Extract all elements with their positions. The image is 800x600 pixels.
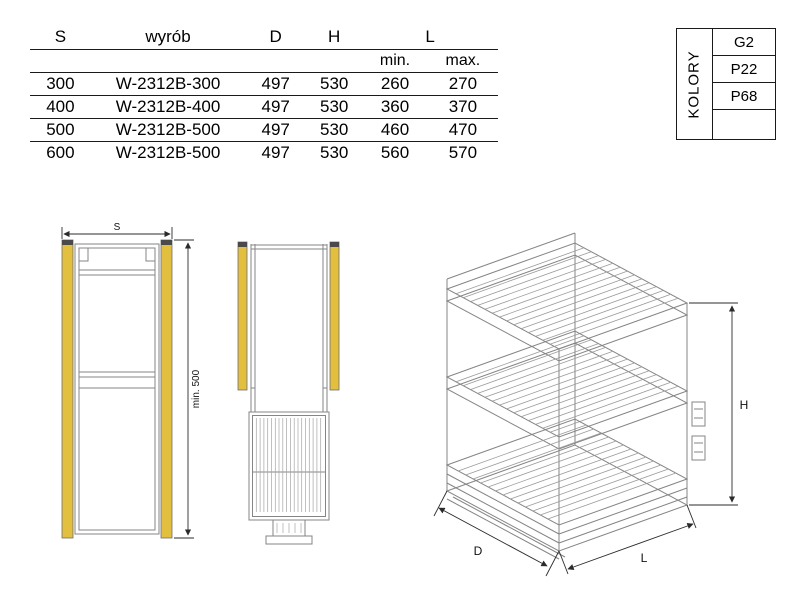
cell-max: 270 — [427, 72, 498, 96]
col-header-l: L — [362, 26, 498, 50]
cell-min: 560 — [380, 142, 410, 162]
cell-product: W-2312B-500 — [115, 142, 221, 162]
depth-dimension-label: D — [474, 544, 483, 558]
height-dimension-min500: min. 500 — [174, 239, 202, 539]
colors-label: KOLORY — [686, 49, 703, 119]
col-header-d: D — [245, 26, 307, 50]
cell-min: 360 — [362, 95, 428, 119]
cell-d: 497 — [245, 118, 307, 142]
cabinet-side-panel-left — [61, 239, 74, 539]
colors-box-empty-cell — [713, 110, 775, 139]
cell-s: 600 — [46, 142, 75, 162]
drawing-isometric-view: H D L — [433, 232, 749, 577]
base-wires — [276, 523, 302, 533]
panel-cap — [330, 242, 339, 247]
panel-cap — [238, 242, 247, 247]
col-header-product: wyrób — [90, 26, 246, 50]
cell-h: 530 — [319, 142, 349, 162]
corner-posts — [446, 243, 688, 551]
table-subheader-row: min. max. — [30, 49, 498, 73]
width-dimension-label: L — [641, 551, 648, 565]
empty-cell — [30, 49, 91, 73]
cell-d: 497 — [245, 72, 307, 96]
bottom-basket — [445, 418, 689, 560]
cell-product: W-2312B-400 — [90, 95, 246, 119]
cell-s: 400 — [30, 95, 91, 119]
height-dimension-h: H — [689, 302, 749, 506]
height-dimension-label: min. 500 — [191, 369, 202, 408]
panel-cap — [161, 240, 172, 245]
col-header-min: min. — [362, 49, 428, 73]
cell-s: 300 — [30, 72, 91, 96]
middle-shelf-wires — [455, 335, 679, 433]
height-dimension-label: H — [740, 398, 749, 412]
color-option: P68 — [713, 83, 775, 110]
lowered-basket — [248, 411, 330, 545]
drawing-front-view: S min. 500 — [61, 222, 202, 539]
panel-cap — [62, 240, 73, 245]
table-header-row: S wyrób D H L — [30, 26, 498, 50]
bottom-basket-wires — [458, 424, 676, 520]
cell-product: W-2312B-500 — [90, 118, 246, 142]
col-header-max: max. — [427, 49, 498, 73]
top-shelf — [445, 232, 689, 362]
col-header-s: S — [30, 26, 91, 50]
colors-box: KOLORY G2 P22 P68 — [676, 28, 776, 140]
depth-dimension-d: D — [433, 490, 560, 577]
basket-wires — [255, 418, 322, 512]
cell-max: 470 — [427, 118, 498, 142]
color-option: P22 — [713, 56, 775, 83]
color-option: G2 — [713, 29, 775, 56]
table-row: 300 W-2312B-300 497 530 260 270 — [30, 72, 498, 96]
cabinet-side-panel-right — [329, 241, 340, 391]
col-header-h: H — [306, 26, 363, 50]
middle-shelf — [445, 330, 689, 450]
cell-h: 530 — [306, 95, 363, 119]
cell-d: 497 — [261, 142, 290, 162]
cell-min: 460 — [362, 118, 428, 142]
colors-box-label-column: KOLORY — [677, 29, 713, 139]
table-row: 600 W-2312B-500 497 530 560 570 — [30, 141, 498, 164]
cabinet-side-panel-left — [237, 241, 248, 391]
cell-min: 260 — [362, 72, 428, 96]
width-dimension-l: L — [558, 504, 697, 575]
spec-table: S wyrób D H L min. max. 300 W-2312B-300 … — [30, 26, 498, 164]
basket-frame-front — [74, 243, 160, 535]
colors-box-values-column: G2 P22 P68 — [713, 29, 775, 139]
mounting-bracket — [691, 401, 706, 461]
cell-product: W-2312B-300 — [90, 72, 246, 96]
drawing-pulldown-view — [237, 241, 340, 545]
cell-max: 570 — [448, 142, 478, 162]
cell-s: 500 — [30, 118, 91, 142]
cell-d: 497 — [245, 95, 307, 119]
width-dimension-s: S — [61, 222, 173, 239]
table-row: 400 W-2312B-400 497 530 360 370 — [30, 95, 498, 119]
table-row: 500 W-2312B-500 497 530 460 470 — [30, 118, 498, 142]
empty-cell — [90, 49, 246, 73]
empty-cell — [306, 49, 363, 73]
width-dimension-label: S — [114, 222, 121, 233]
cabinet-side-panel-right — [160, 239, 173, 539]
empty-cell — [245, 49, 307, 73]
cell-max: 370 — [427, 95, 498, 119]
cell-h: 530 — [306, 72, 363, 96]
cell-h: 530 — [306, 118, 363, 142]
top-shelf-wires — [455, 247, 679, 345]
slide-rails — [250, 244, 328, 412]
